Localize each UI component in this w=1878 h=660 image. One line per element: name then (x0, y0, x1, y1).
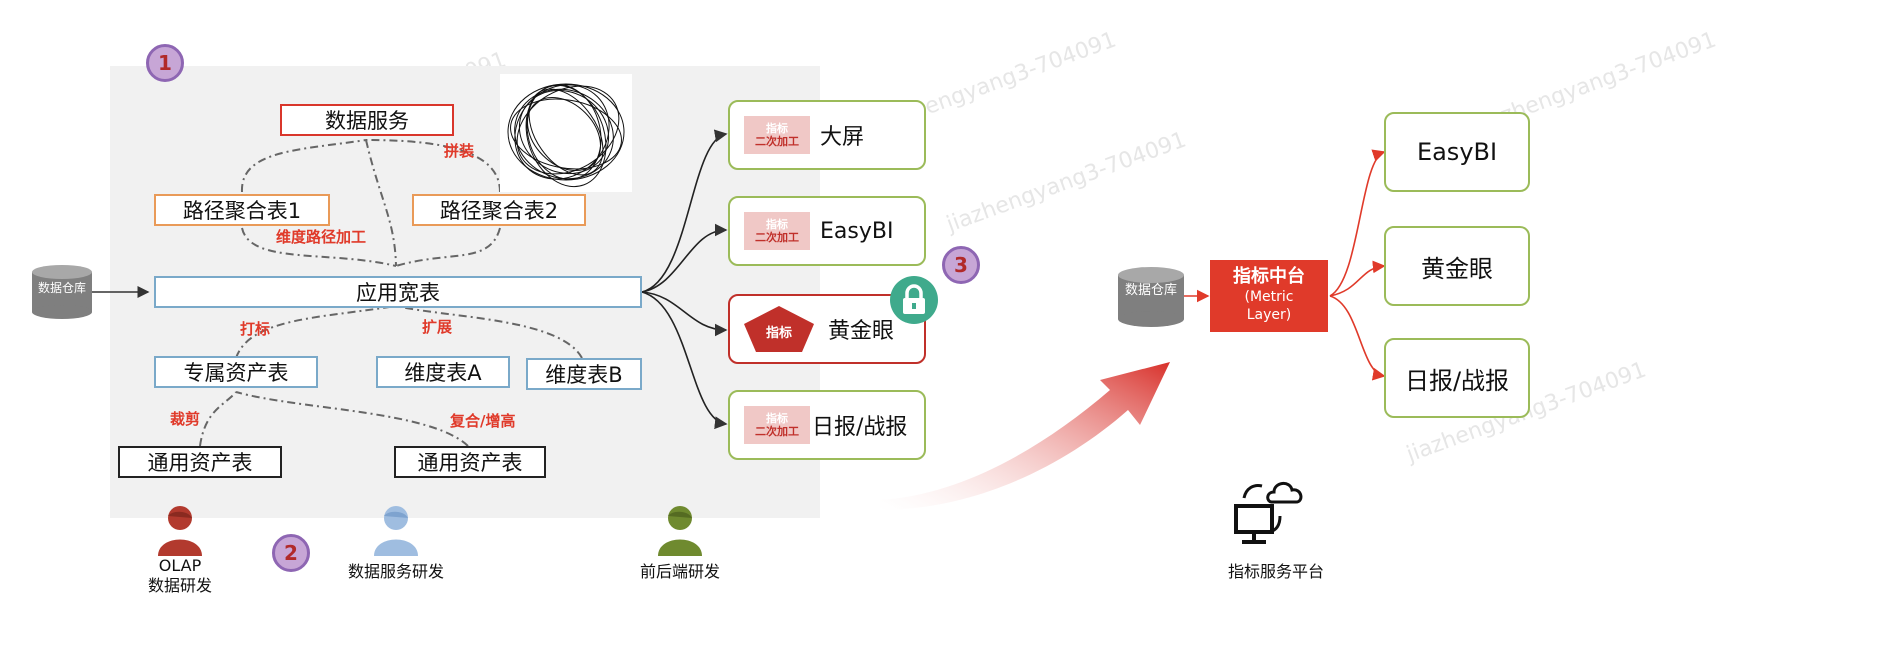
general-asset-table-2: 通用资产表 (394, 446, 546, 478)
lock-icon (890, 276, 938, 324)
data-warehouse-icon (30, 264, 94, 320)
metric-service-platform-label: 指标服务平台 (1227, 562, 1324, 581)
target-label: 大屏 (820, 125, 865, 150)
target-label: 黄金眼 (828, 319, 895, 344)
target-easybi: 指标二次加工 EasyBI (728, 196, 926, 266)
metric-pentagon-icon: 指标 (742, 304, 816, 354)
path-aggregate-table-1: 路径聚合表1 (154, 194, 330, 226)
extend-label: 扩展 (422, 318, 453, 336)
dimension-table-b: 维度表B (526, 358, 642, 390)
target-golden-eye: 指标 黄金眼 (728, 294, 926, 364)
dimension-table-a: 维度表A (376, 356, 510, 388)
cut-label: 裁剪 (170, 410, 201, 428)
target-label: 日报/战报 (812, 415, 908, 440)
exclusive-asset-table: 专属资产表 (154, 356, 318, 388)
metric-tag: 指标二次加工 (744, 212, 810, 250)
olap-developer-avatar (156, 504, 204, 560)
target-big-screen: 指标二次加工 大屏 (728, 100, 926, 170)
right-data-warehouse-label: 数据仓库 (1124, 283, 1177, 298)
data-service-developer-avatar (372, 504, 420, 560)
data-service-box: 数据服务 (280, 104, 454, 136)
frontend-dev-label: 前后端研发 (639, 562, 720, 581)
data-service-dev-label: 数据服务研发 (347, 562, 444, 581)
right-target-easybi: EasyBI (1384, 112, 1530, 192)
right-target-golden-eye: 黄金眼 (1384, 226, 1530, 306)
assemble-label: 拼装 (444, 142, 475, 160)
data-warehouse-label: 数据仓库 (38, 281, 87, 295)
combine-label: 复合/增高 (450, 412, 516, 430)
step-marker-1: 1 (146, 44, 184, 82)
frontend-developer-avatar (656, 504, 704, 560)
path-aggregate-table-2: 路径聚合表2 (412, 194, 586, 226)
metric-tag: 指标二次加工 (744, 406, 810, 444)
right-data-warehouse-icon (1116, 266, 1186, 328)
application-wide-table: 应用宽表 (154, 276, 642, 308)
scribble-icon (500, 74, 632, 192)
metric-center-box: 指标中台 (Metric Layer) (1210, 260, 1328, 332)
dimension-path-label: 维度路径加工 (276, 228, 367, 246)
step-marker-2: 2 (272, 534, 310, 572)
step-marker-3: 3 (942, 246, 980, 284)
cloud-computer-icon (1232, 476, 1308, 552)
target-label: EasyBI (820, 218, 894, 244)
target-daily-report: 指标二次加工 日报/战报 (728, 390, 926, 460)
general-asset-table-1: 通用资产表 (118, 446, 282, 478)
tagging-label: 打标 (240, 320, 271, 338)
metric-tag: 指标二次加工 (744, 116, 810, 154)
right-target-daily-report: 日报/战报 (1384, 338, 1530, 418)
